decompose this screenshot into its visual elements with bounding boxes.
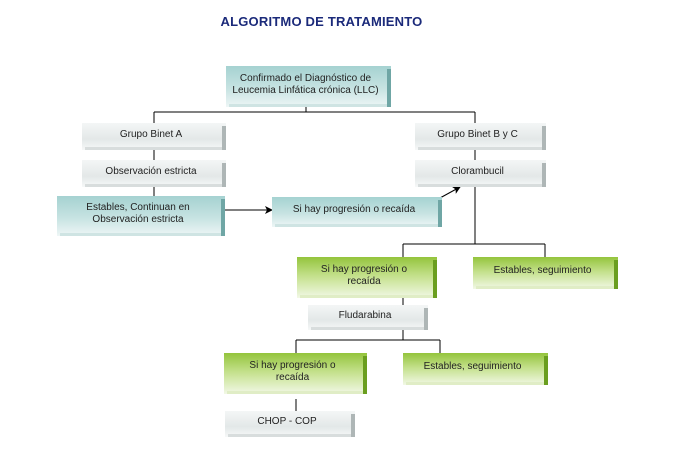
node-text: CHOP - COP (257, 416, 317, 427)
prog-to-cloram (439, 186, 461, 199)
node-text: Grupo Binet B y C (437, 128, 518, 140)
node-text: Clorambucil (451, 165, 504, 177)
node-text: Si hay progresión o (249, 359, 336, 371)
node-estables-seguimiento-2: Estables, seguimiento (403, 353, 548, 385)
node-text: Observación estricta (105, 165, 197, 177)
node-clorambucil: Clorambucil (415, 160, 546, 187)
node-chop-cop: CHOP - COP (225, 411, 355, 437)
node-text: Leucemia Linfática crónica (LLC) (232, 84, 379, 96)
node-text: recaída (347, 275, 381, 287)
node-text: Estables, Continuan en (86, 202, 190, 213)
node-observacion: Observación estricta (82, 160, 226, 187)
node-estables-seguimiento-1: Estables, seguimiento (473, 257, 618, 289)
node-text: Si hay progresión o (320, 263, 408, 275)
node-text: Estables, seguimiento (493, 265, 592, 276)
node-binet-a: Grupo Binet A (82, 123, 226, 150)
node-fludarabina: Fludarabina (308, 305, 428, 330)
node-text: recaída (275, 371, 310, 383)
node-text: Confirmado el Diagnóstico de (239, 72, 372, 84)
node-text: Estables, seguimiento (423, 361, 522, 372)
node-text: Grupo Binet A (119, 128, 183, 140)
node-progresion-1: Si hay progresión o recaída (272, 197, 442, 227)
node-binet-bc: Grupo Binet B y C (415, 123, 546, 150)
node-text: Fludarabina (338, 309, 392, 321)
node-text: Si hay progresión o recaída (292, 204, 416, 215)
title-text: ALGORITMO DE TRATAMIENTO (220, 14, 423, 29)
node-text: Observación estricta (92, 214, 184, 225)
page-title: ALGORITMO DE TRATAMIENTO (0, 14, 683, 29)
